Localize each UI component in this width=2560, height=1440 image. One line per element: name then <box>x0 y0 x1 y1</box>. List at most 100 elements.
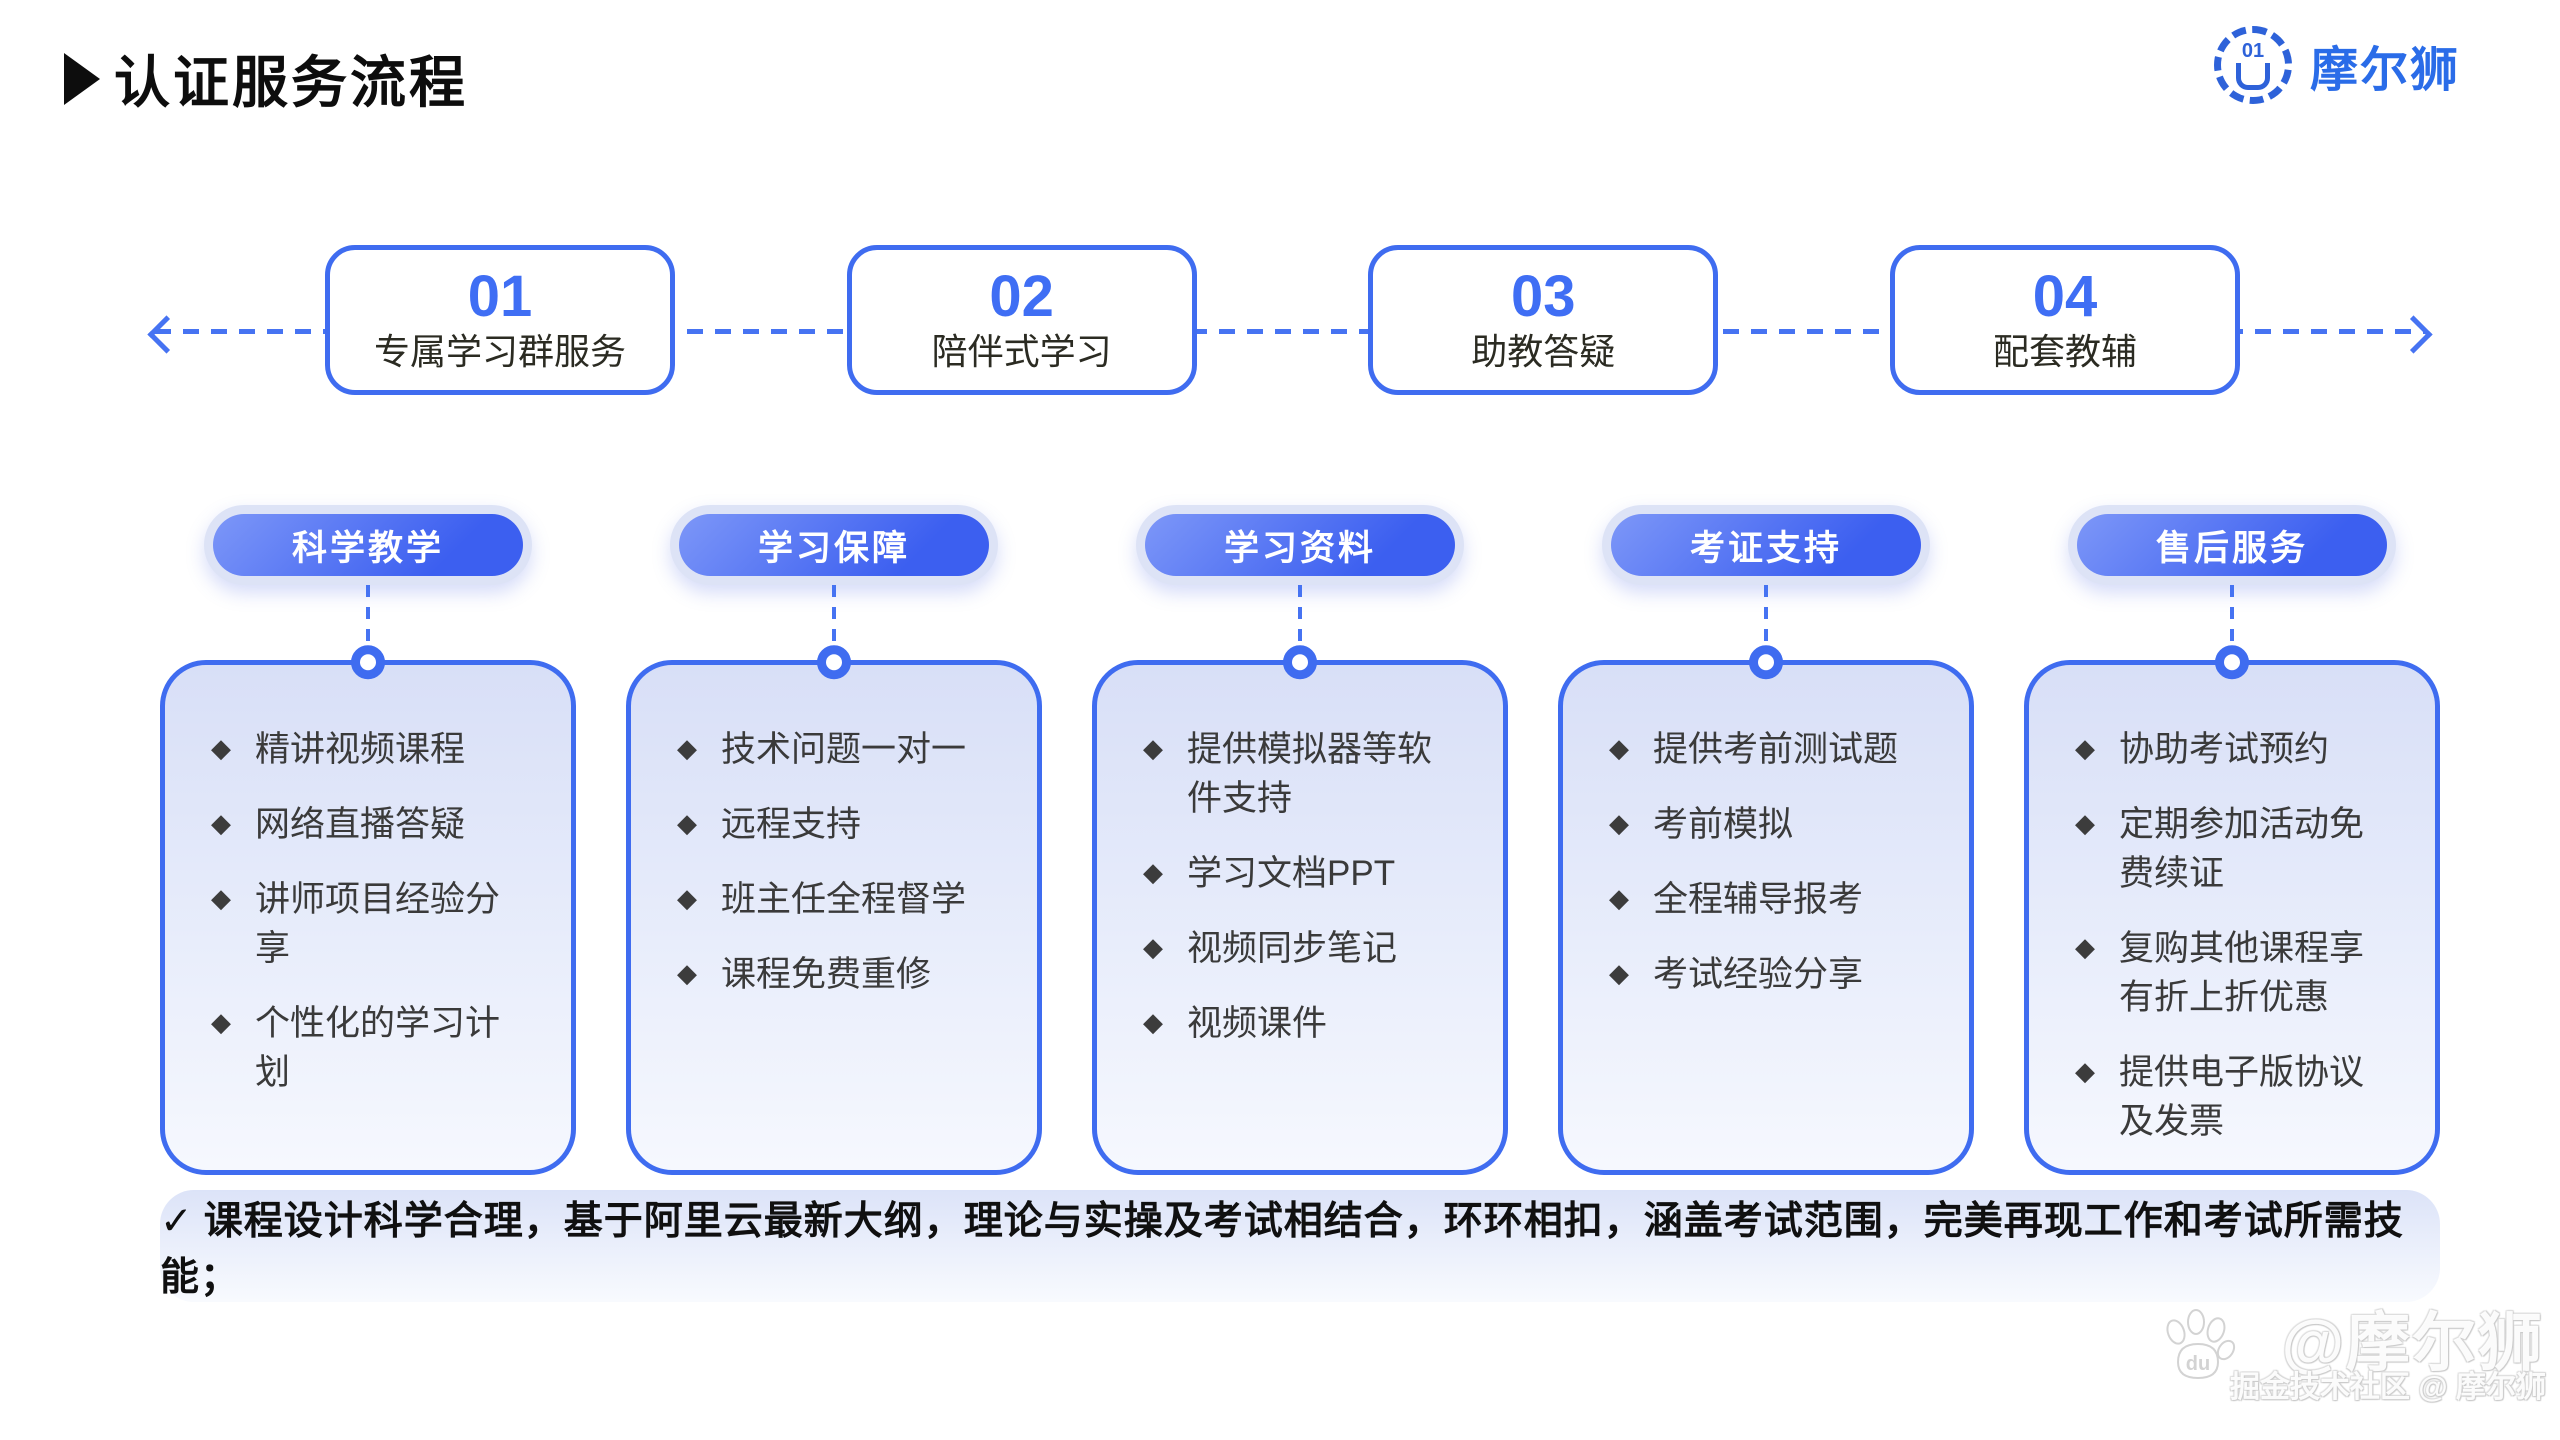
service-item: ◆提供电子版协议及发票 <box>2075 1048 2397 1146</box>
diamond-bullet-icon: ◆ <box>1609 883 1629 913</box>
service-card: ◆提供考前测试题 ◆考前模拟 ◆全程辅导报考 ◆考试经验分享 <box>1558 645 1974 1175</box>
connector-dot <box>1749 645 1783 680</box>
step-box-3: 03 助教答疑 <box>1368 245 1719 395</box>
step-label: 配套教辅 <box>1992 330 2137 372</box>
diamond-bullet-icon: ◆ <box>2075 1056 2095 1086</box>
summary-bar: ✓课程设计科学合理，基于阿里云最新大纲，理论与实操及考试相结合，环环相扣，涵盖考… <box>160 1190 2440 1302</box>
step-label: 专属学习群服务 <box>373 330 626 372</box>
check-icon: ✓ <box>160 1200 194 1243</box>
diamond-bullet-icon: ◆ <box>211 733 231 763</box>
service-card: ◆ 协助考试预约 ◆定期参加活动免费续证 ◆ 复购其他课程享有折上折优惠 ◆提供电子… <box>2024 645 2440 1175</box>
item-text: 讲师项目经验分享 <box>255 880 501 968</box>
watermark-large: @摩尔狮 <box>2281 1307 2544 1379</box>
item-text: 提供模拟器等软件支持 <box>1187 730 1433 818</box>
diamond-bullet-icon: ◆ <box>677 883 697 913</box>
service-item: ◆个性化的学习计划 <box>211 999 533 1097</box>
diamond-bullet-icon: ◆ <box>2075 808 2095 838</box>
step-box-1: 01 专属学习群服务 <box>325 245 675 395</box>
pill-ring: 售后服务 <box>2068 505 2396 585</box>
title-arrow-icon <box>64 52 100 105</box>
item-text: 考试经验分享 <box>1653 955 1864 994</box>
summary-text: ✓课程设计科学合理，基于阿里云最新大纲，理论与实操及考试相结合，环环相扣，涵盖考… <box>160 1190 2440 1302</box>
pill-badge: 学习保障 <box>679 514 989 576</box>
lion-face-shape <box>2235 62 2270 90</box>
item-text: 复购其他课程享有折上折优惠 <box>2119 929 2365 1017</box>
connector-dot <box>351 645 385 680</box>
service-column-aftersales: 售后服务 ◆ 协助考试预约 ◆定期参加活动免费续证 ◆ 复购其他课程享有折上折优惠 … <box>2024 505 2440 1175</box>
connector-dot <box>1283 645 1317 680</box>
item-text: 全程辅导报考 <box>1653 880 1864 919</box>
service-card: ◆精讲视频课程 ◆网络直播答疑 ◆讲师项目经验分享 ◆个性化的学习计划 <box>160 645 576 1175</box>
service-item-list: ◆ 协助考试预约 ◆定期参加活动免费续证 ◆ 复购其他课程享有折上折优惠 ◆提供电子… <box>2075 725 2397 1146</box>
item-text: 视频同步笔记 <box>1187 929 1398 968</box>
item-text: 学习文档PPT <box>1187 854 1396 893</box>
service-item: ◆技术问题一对一 <box>677 725 999 774</box>
item-text: 提供考前测试题 <box>1653 730 1899 769</box>
diamond-bullet-icon: ◆ <box>211 808 231 838</box>
service-item: ◆定期参加活动免费续证 <box>2075 800 2397 898</box>
step-number: 04 <box>2032 263 2098 329</box>
pill-connector <box>2230 585 2234 660</box>
timeline: 01 专属学习群服务 02 陪伴式学习 03 助教答疑 04 配套教辅 <box>0 245 2560 395</box>
diamond-bullet-icon: ◆ <box>211 1007 231 1037</box>
pill-connector <box>1764 585 1768 660</box>
pill-connector <box>832 585 836 660</box>
watermark-small: 掘金技术社区 @ 摩尔狮 <box>2230 1371 2546 1404</box>
diamond-bullet-icon: ◆ <box>1143 1007 1163 1037</box>
service-column-guarantee: 学习保障 ◆技术问题一对一 ◆远程支持 ◆ 班主任全程督学 ◆课程免费重修 <box>626 505 1042 1175</box>
item-text: 班主任全程督学 <box>721 880 967 919</box>
summary-sentence: 课程设计科学合理，基于阿里云最新大纲，理论与实操及考试相结合，环环相扣，涵盖考试… <box>160 1200 2404 1299</box>
pill-badge: 考证支持 <box>1611 514 1921 576</box>
service-item-list: ◆精讲视频课程 ◆网络直播答疑 ◆讲师项目经验分享 ◆个性化的学习计划 <box>211 725 533 1097</box>
brand-logo: 01 摩尔狮 <box>2213 26 2460 104</box>
arrow-right-icon <box>2394 315 2433 354</box>
service-item: ◆远程支持 <box>677 800 999 849</box>
pill-ring: 学习保障 <box>670 505 998 585</box>
service-columns: 科学教学 ◆精讲视频课程 ◆网络直播答疑 ◆讲师项目经验分享 ◆个性化的学习计划… <box>160 505 2440 1175</box>
service-item: ◆ 复购其他课程享有折上折优惠 <box>2075 924 2397 1022</box>
item-text: 协助考试预约 <box>2119 730 2330 769</box>
service-card: ◆ 提供模拟器等软件支持 ◆ 学习文档PPT ◆ 视频同步笔记 ◆视频课件 <box>1092 645 1508 1175</box>
pill-ring: 学习资料 <box>1136 505 1464 585</box>
service-item: ◆ 协助考试预约 <box>2075 725 2397 774</box>
connector-dot <box>817 645 851 680</box>
service-item: ◆ 班主任全程督学 <box>677 875 999 924</box>
pill-connector <box>366 585 370 660</box>
diamond-bullet-icon: ◆ <box>1143 932 1163 962</box>
pill-badge: 科学教学 <box>213 514 523 576</box>
pill-connector <box>1298 585 1302 660</box>
diamond-bullet-icon: ◆ <box>2075 733 2095 763</box>
service-item: ◆ 讲师项目经验分享 <box>211 875 533 973</box>
service-item: ◆考试经验分享 <box>1609 950 1931 999</box>
service-item-list: ◆提供考前测试题 ◆考前模拟 ◆全程辅导报考 ◆考试经验分享 <box>1609 725 1931 999</box>
lion-mane-icon: 01 <box>2213 26 2292 104</box>
service-item: ◆课程免费重修 <box>677 950 999 999</box>
service-item-list: ◆ 提供模拟器等软件支持 ◆ 学习文档PPT ◆ 视频同步笔记 ◆视频课件 <box>1143 725 1465 1048</box>
service-item: ◆视频课件 <box>1143 999 1465 1048</box>
pill-badge: 售后服务 <box>2077 514 2387 576</box>
pill-ring: 考证支持 <box>1602 505 1930 585</box>
service-column-teaching: 科学教学 ◆精讲视频课程 ◆网络直播答疑 ◆讲师项目经验分享 ◆个性化的学习计划 <box>160 505 576 1175</box>
diamond-bullet-icon: ◆ <box>1143 857 1163 887</box>
item-text: 远程支持 <box>721 805 862 844</box>
baidu-paw-icon: du <box>2166 1309 2236 1380</box>
step-label: 助教答疑 <box>1471 330 1616 372</box>
arrow-left-icon <box>147 315 186 354</box>
diamond-bullet-icon: ◆ <box>211 883 231 913</box>
timeline-steps: 01 专属学习群服务 02 陪伴式学习 03 助教答疑 04 配套教辅 <box>325 245 2240 395</box>
service-item: ◆ 视频同步笔记 <box>1143 924 1465 973</box>
diamond-bullet-icon: ◆ <box>1143 733 1163 763</box>
page-title: 认证服务流程 <box>114 51 468 114</box>
paw-du-text: du <box>2186 1353 2210 1375</box>
page-header: 认证服务流程 <box>64 38 468 119</box>
service-item: ◆精讲视频课程 <box>211 725 533 774</box>
pill-ring: 科学教学 <box>204 505 532 585</box>
lion-icon-number: 01 <box>2241 39 2265 62</box>
service-item: ◆ 学习文档PPT <box>1143 849 1465 898</box>
diamond-bullet-icon: ◆ <box>2075 932 2095 962</box>
item-text: 技术问题一对一 <box>721 730 967 769</box>
connector-dot <box>2215 645 2249 680</box>
service-item: ◆ 提供模拟器等软件支持 <box>1143 725 1465 823</box>
item-text: 课程免费重修 <box>721 955 932 994</box>
step-number: 02 <box>989 263 1054 329</box>
